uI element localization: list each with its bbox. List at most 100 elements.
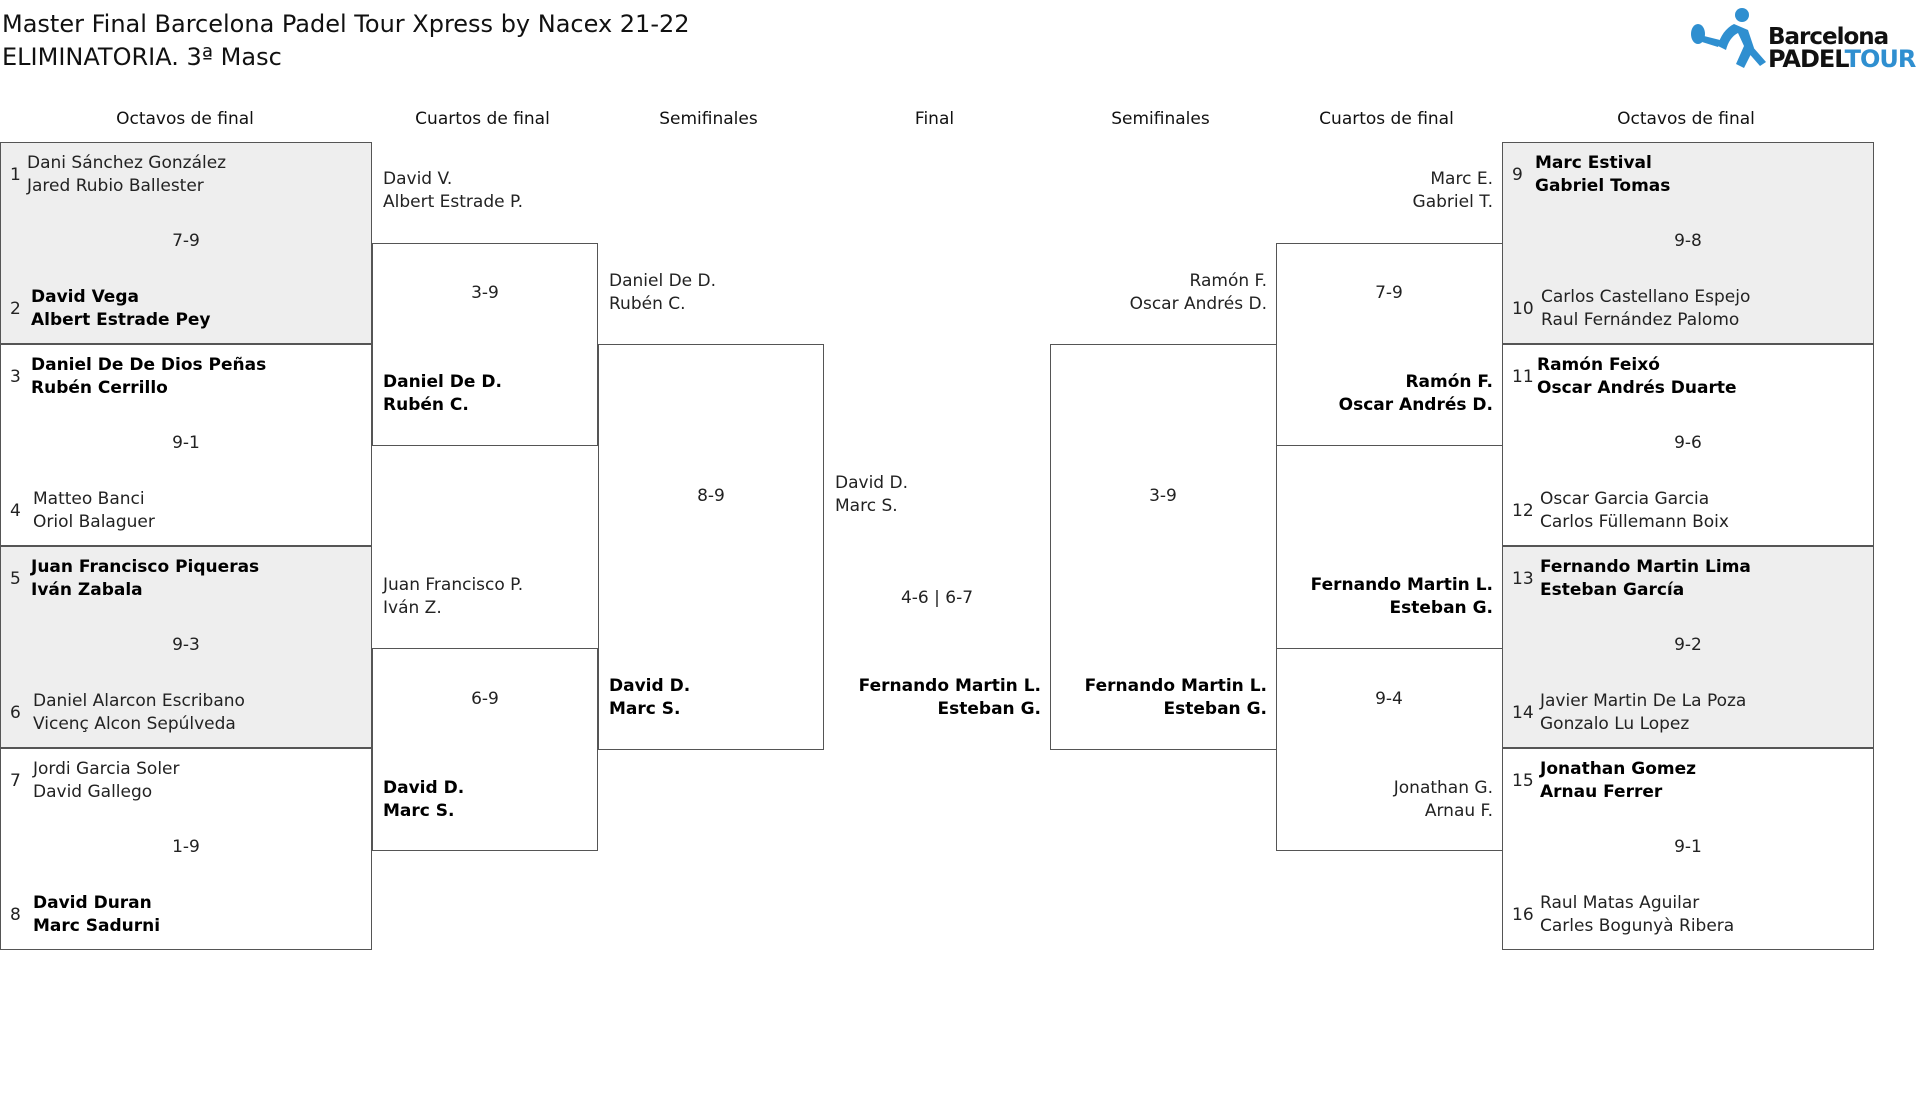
seed-number: 1 [10,165,21,185]
seed-number: 14 [1512,703,1534,723]
pair-team-winner: Daniel De D. Rubén C. [383,371,502,417]
match-box-semis-left [598,344,824,750]
match-score: 1-9 [172,837,200,857]
player-name: Esteban García [1540,580,1685,600]
pair-team-winner: Fernando Martin L.Esteban G. [859,675,1041,721]
player-name: Iván Z. [383,598,442,618]
match-score: 7-9 [1375,283,1403,303]
player-name: Juan Francisco Piqueras [31,557,260,577]
seed-number: 11 [1512,367,1534,387]
player-name: Jonathan G. [1393,778,1493,798]
player-name: Carlos Füllemann Boix [1540,512,1729,532]
match-score: 8-9 [697,486,725,506]
player-name: Daniel Alarcon Escribano [33,691,245,711]
pair-team: David V. Albert Estrade P. [383,168,523,214]
player-name: Oscar Garcia Garcia [1540,489,1710,509]
match-score: 9-4 [1375,689,1403,709]
seed-number: 5 [10,569,21,589]
barcelona-padel-tour-logo: Barcelona PADELTOUR [1690,6,1916,76]
player-name: Daniel De D. [609,271,717,291]
player-name: Marc S. [835,496,898,516]
player-name: Arnau F. [1424,801,1493,821]
player-name: Marc S. [383,801,455,821]
logo-text-barcelona: Barcelona [1768,24,1889,50]
header-left-cuartos: Cuartos de final [415,109,550,129]
player-name: Rubén Cerrillo [31,378,168,398]
match-box-cuartos-left-2 [372,648,598,851]
draw-subtitle: ELIMINATORIA. 3ª Masc [2,43,282,71]
pair-team: Daniel De D. Rubén C. [609,270,716,316]
seed-number: 10 [1512,299,1534,319]
match-score: 7-9 [172,231,200,251]
pair-team: David D. Marc S. [835,472,908,518]
pair-team-winner: David D.Marc S. [609,675,690,721]
player-name: David Duran [33,893,152,913]
match-box-cuartos-left-1 [372,243,598,446]
player-name: Rubén C. [383,395,469,415]
logo-text-padel-tour: PADELTOUR [1768,45,1916,73]
seed-number: 7 [10,771,21,791]
player-name: Carlos Castellano Espejo [1541,287,1751,307]
pair-team: Juan Francisco P. Iván Z. [383,574,523,620]
player-name: Gonzalo Lu Lopez [1540,714,1690,734]
player-name: David D. [383,778,465,798]
player-name: Rubén C. [609,294,686,314]
player-name: Daniel De D. [383,372,502,392]
player-name: Juan Francisco P. [383,575,524,595]
seed-number: 9 [1512,165,1523,185]
player-name: Fernando Martin L. [858,676,1041,696]
player-name: Carles Bogunyà Ribera [1540,916,1735,936]
padel-player-icon [1691,8,1766,68]
player-name: Gabriel Tomas [1535,176,1671,196]
player-name: Albert Estrade Pey [31,310,211,330]
seed-number: 3 [10,367,21,387]
pair-team-winner: David D. Marc S. [383,777,464,823]
header-right-semis: Semifinales [1111,109,1210,129]
match-score: 9-1 [172,433,200,453]
match-box-octavos-right-2 [1502,344,1874,546]
match-score: 9-2 [1674,635,1702,655]
pair-team-winner: Fernando Martin L.Esteban G. [1085,675,1267,721]
match-score: 9-3 [172,635,200,655]
match-box-octavos-right-3 [1502,546,1874,748]
header-left-octavos: Octavos de final [116,109,254,129]
player-name: David V. [383,169,453,189]
seed-number: 8 [10,905,21,925]
header-final: Final [914,109,955,129]
pair-team-winner: Ramón F.Oscar Andrés D. [1339,371,1493,417]
player-name: Albert Estrade P. [383,192,523,212]
seed-number: 16 [1512,905,1534,925]
player-name: Matteo Banci [33,489,145,509]
player-name: David D. [609,676,691,696]
player-name: Fernando Martin L. [1310,575,1493,595]
logo-text-padel: PADEL [1768,45,1846,73]
header-right-octavos: Octavos de final [1617,109,1755,129]
match-box-octavos-right-1 [1502,142,1874,344]
player-name: David D. [835,473,908,493]
seed-number: 2 [10,299,21,319]
player-name: David Gallego [33,782,153,802]
player-name: Fernando Martin L. [1084,676,1267,696]
player-name: Daniel De De Dios Peñas [31,355,267,375]
header-right-cuartos: Cuartos de final [1319,109,1454,129]
seed-number: 4 [10,501,21,521]
player-name: Jordi Garcia Soler [33,759,180,779]
seed-number: 13 [1512,569,1534,589]
pair-team: Marc E.Gabriel T. [1413,168,1493,214]
player-name: Oscar Andrés D. [1129,294,1267,314]
pair-team-winner: Fernando Martin L.Esteban G. [1311,574,1493,620]
final-score: 4-6 | 6-7 [900,588,974,608]
match-score: 3-9 [471,283,499,303]
